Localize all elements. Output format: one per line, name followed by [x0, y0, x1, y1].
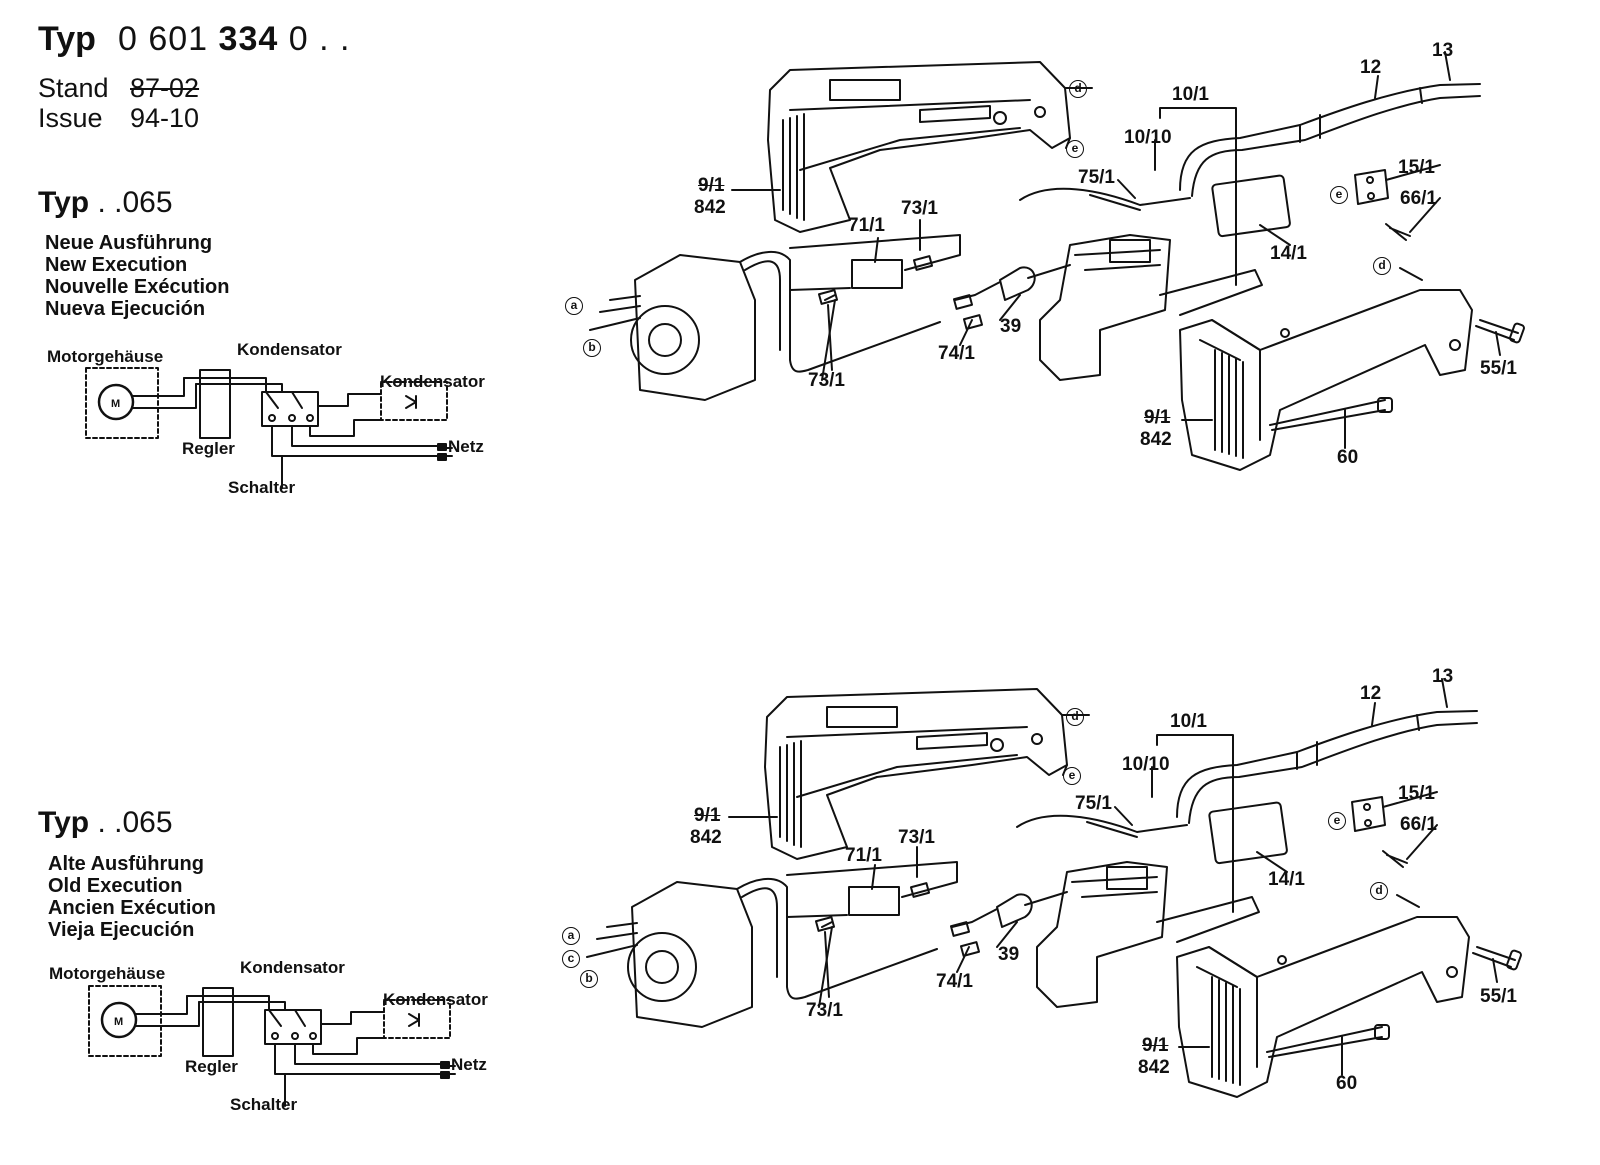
- section1-schem-mains: Netz: [448, 437, 484, 456]
- s2-letter-e-right: e: [1328, 812, 1346, 830]
- section2-typ-suffix: . .065: [97, 806, 173, 839]
- s1-callout-10-10: 10/10: [1124, 127, 1172, 148]
- section2-schem-mains: Netz: [451, 1055, 487, 1074]
- stand-value: 87-02: [130, 73, 200, 103]
- s1-callout-73-1-top: 73/1: [901, 198, 938, 219]
- s2-callout-75-1: 75/1: [1075, 793, 1112, 814]
- execution-es: Vieja Ejecución: [48, 919, 195, 941]
- s1-callout-66-1: 66/1: [1400, 188, 1437, 209]
- section1-schem-motor: Motorgehäuse: [47, 347, 164, 366]
- section2-exploded-view: [586, 678, 1523, 1098]
- section1-schem-regulator: Regler: [182, 439, 235, 458]
- s1-callout-842-bottom: 842: [1140, 429, 1172, 450]
- section2-schematic-lines: [87, 984, 457, 1108]
- s1-callout-75-1: 75/1: [1078, 167, 1115, 188]
- section2-schem-switch: Schalter: [230, 1095, 298, 1114]
- s2-callout-10-10: 10/10: [1122, 754, 1170, 775]
- s2-callout-9-1-top: 9/1: [694, 805, 721, 826]
- s1-letter-e-right: e: [1330, 186, 1348, 204]
- s1-callout-12: 12: [1360, 57, 1382, 78]
- execution-es: Nueva Ejecución: [45, 298, 206, 320]
- s2-callout-9-1-bottom: 9/1: [1142, 1035, 1169, 1056]
- section2-schem-motor: Motorgehäuse: [49, 964, 166, 983]
- s1-callout-71-1: 71/1: [848, 215, 885, 236]
- s2-letter-a: a: [562, 927, 580, 945]
- s2-callout-66-1: 66/1: [1400, 814, 1437, 835]
- section2-typ-label: Typ: [38, 806, 90, 839]
- execution-en: Old Execution: [48, 875, 183, 897]
- s1-callout-10-1: 10/1: [1172, 84, 1209, 105]
- header-typ-number: 0 601 334 0 . .: [118, 20, 350, 59]
- issue-value: 94-10: [130, 103, 200, 133]
- s1-callout-9-1-bottom: 9/1: [1144, 407, 1171, 428]
- section2-schem-regulator: Regler: [185, 1057, 238, 1076]
- s1-callout-55-1: 55/1: [1480, 358, 1517, 379]
- section1-typ: Typ . .065: [38, 186, 173, 220]
- execution-fr: Ancien Exécution: [48, 897, 216, 919]
- s1-letter-e-top: e: [1066, 140, 1084, 158]
- typ-number-part-b: 334: [218, 20, 279, 58]
- section1-schematic-lines: [84, 366, 454, 490]
- s2-letter-e-top: e: [1063, 767, 1081, 785]
- section1-typ-label: Typ: [38, 186, 90, 219]
- section1-typ-suffix: . .065: [97, 186, 173, 219]
- section1-execution: Neue Ausführung New Execution Nouvelle E…: [45, 232, 230, 320]
- s1-callout-15-1: 15/1: [1398, 157, 1435, 178]
- s1-callout-74-1: 74/1: [938, 343, 975, 364]
- s2-callout-39: 39: [998, 944, 1020, 965]
- s1-callout-9-1-top: 9/1: [698, 175, 725, 196]
- s2-callout-14-1: 14/1: [1268, 869, 1305, 890]
- s2-callout-842-top: 842: [690, 827, 722, 848]
- s2-callout-12: 12: [1360, 683, 1382, 704]
- typ-number-part-a: 0 601: [118, 20, 209, 58]
- typ-number-part-c: 0 . .: [288, 20, 351, 58]
- section2-schem-capacitor-top: Kondensator: [240, 958, 345, 977]
- section1-schem-capacitor-top: Kondensator: [237, 340, 342, 359]
- s1-letter-d-right: d: [1373, 257, 1391, 275]
- s2-callout-60: 60: [1336, 1073, 1358, 1094]
- stand-label: Stand: [38, 73, 109, 103]
- s2-callout-71-1: 71/1: [845, 845, 882, 866]
- section1-schem-switch: Schalter: [228, 478, 296, 497]
- s2-callout-842-bottom: 842: [1138, 1057, 1170, 1078]
- s2-callout-73-1-bottom: 73/1: [806, 1000, 843, 1021]
- issue-label: Issue: [38, 103, 103, 133]
- s2-callout-74-1: 74/1: [936, 971, 973, 992]
- s1-callout-39: 39: [1000, 316, 1022, 337]
- s1-callout-14-1: 14/1: [1270, 243, 1307, 264]
- s2-callout-15-1: 15/1: [1398, 783, 1435, 804]
- execution-en: New Execution: [45, 254, 188, 276]
- section2-execution: Alte Ausführung Old Execution Ancien Exé…: [48, 853, 216, 941]
- execution-fr: Nouvelle Exécution: [45, 276, 230, 298]
- s1-callout-842-top: 842: [694, 197, 726, 218]
- s1-callout-60: 60: [1337, 447, 1359, 468]
- s2-callout-73-1-top: 73/1: [898, 827, 935, 848]
- s1-letter-b: b: [583, 339, 601, 357]
- header-typ-label: Typ: [38, 20, 96, 58]
- s1-letter-a: a: [565, 297, 583, 315]
- execution-de: Alte Ausführung: [48, 853, 204, 875]
- s2-callout-10-1: 10/1: [1170, 711, 1207, 732]
- s2-letter-b: b: [580, 970, 598, 988]
- section1-exploded-view: [589, 51, 1526, 471]
- s2-letter-c: c: [562, 950, 580, 968]
- execution-de: Neue Ausführung: [45, 232, 213, 254]
- section2-typ: Typ . .065: [38, 806, 173, 840]
- s1-callout-13: 13: [1432, 40, 1454, 61]
- s2-callout-13: 13: [1432, 666, 1454, 687]
- s2-callout-55-1: 55/1: [1480, 986, 1517, 1007]
- s2-letter-d-right: d: [1370, 882, 1388, 900]
- s1-callout-73-1-bottom: 73/1: [808, 370, 845, 391]
